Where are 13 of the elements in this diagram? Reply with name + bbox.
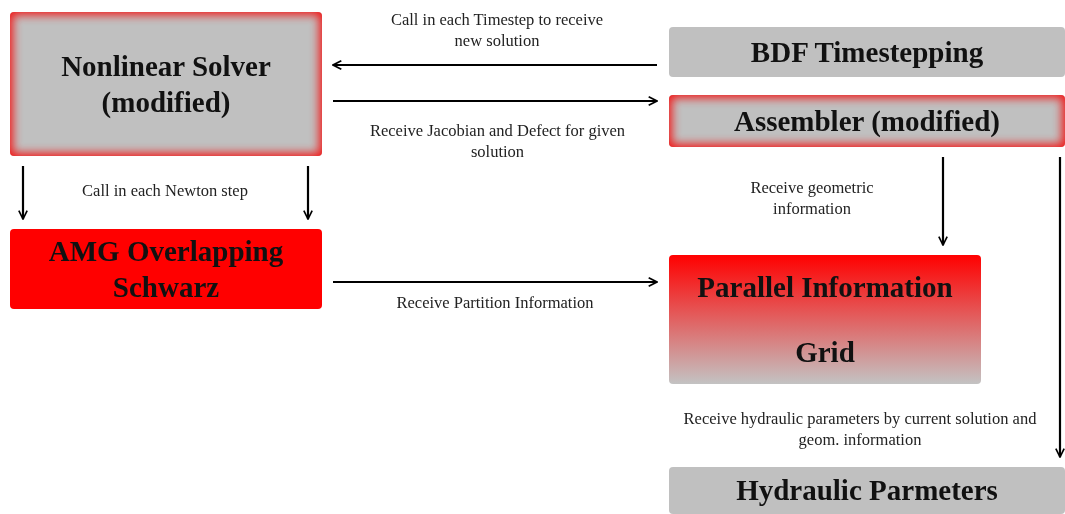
arrow: [333, 277, 658, 287]
hydraulic-parameters-box: Hydraulic Parmeters: [669, 467, 1065, 514]
timestepping-box: BDF Timestepping: [669, 27, 1065, 77]
arrow: [332, 60, 657, 70]
amg-box: AMG Overlapping Schwarz: [10, 229, 322, 309]
parallel-information-box: Parallel Information Grid: [669, 255, 981, 384]
arrow: [1055, 157, 1065, 458]
arrow: [18, 166, 28, 220]
arrow: [938, 157, 948, 246]
solver-box: Nonlinear Solver (modified): [10, 12, 322, 156]
arrow: [333, 96, 658, 106]
assembler-box: Assembler (modified): [669, 95, 1065, 147]
arrow: [303, 166, 313, 220]
